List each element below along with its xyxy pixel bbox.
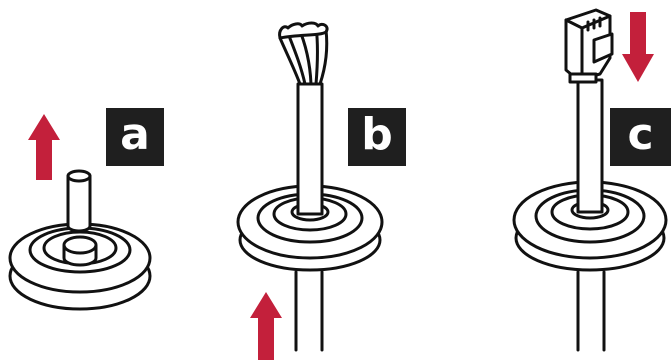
step-b-illustration bbox=[236, 21, 384, 360]
step-b-badge: b bbox=[348, 108, 406, 166]
rj45-connector-icon bbox=[512, 8, 668, 352]
step-c-illustration bbox=[512, 8, 668, 352]
stripped-wire-icon bbox=[236, 21, 384, 352]
step-c-badge: c bbox=[610, 108, 671, 166]
step-b-up-arrow bbox=[250, 292, 282, 360]
step-a-up-arrow bbox=[28, 114, 60, 180]
step-a-illustration bbox=[8, 114, 152, 311]
grommet-plug-icon bbox=[8, 169, 152, 311]
step-a-badge: a bbox=[106, 108, 164, 166]
step-c-down-arrow bbox=[622, 12, 654, 82]
